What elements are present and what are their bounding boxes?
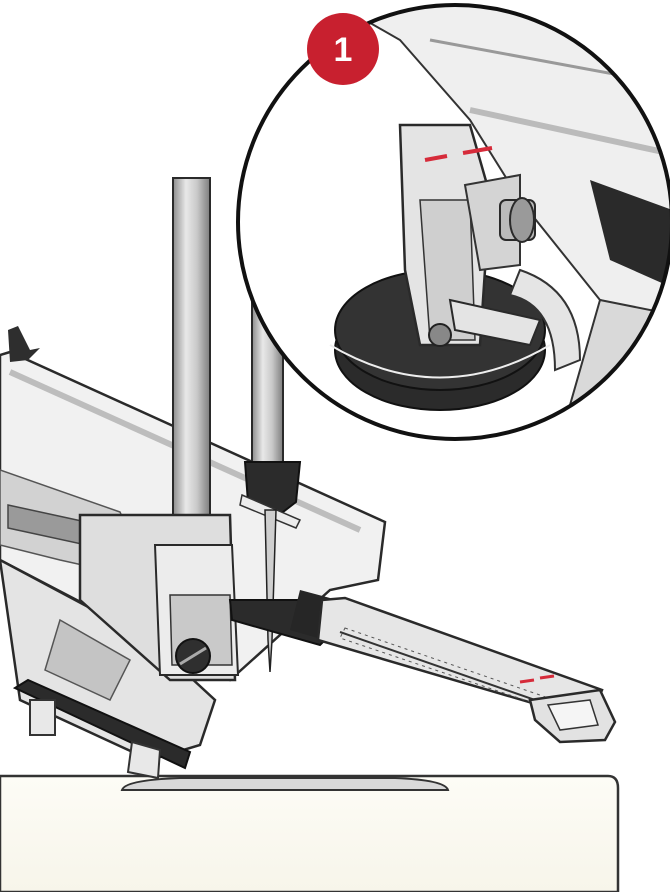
step-badge-label: 1 <box>334 31 353 69</box>
presser-bar-clamp <box>78 513 240 682</box>
step-badge-circle <box>307 13 379 85</box>
machine-bed <box>0 774 620 892</box>
zoom-alignment-mark-right <box>462 146 493 155</box>
step-number-badge: 1 <box>307 13 379 85</box>
hopping-arm <box>228 590 617 744</box>
zoom-alignment-mark-left <box>424 154 448 162</box>
needle-plate <box>120 777 450 791</box>
alignment-mark-right <box>539 674 555 680</box>
needle-bar <box>239 294 302 673</box>
alignment-mark-left <box>519 678 535 684</box>
zoom-detail-circle <box>236 3 670 441</box>
